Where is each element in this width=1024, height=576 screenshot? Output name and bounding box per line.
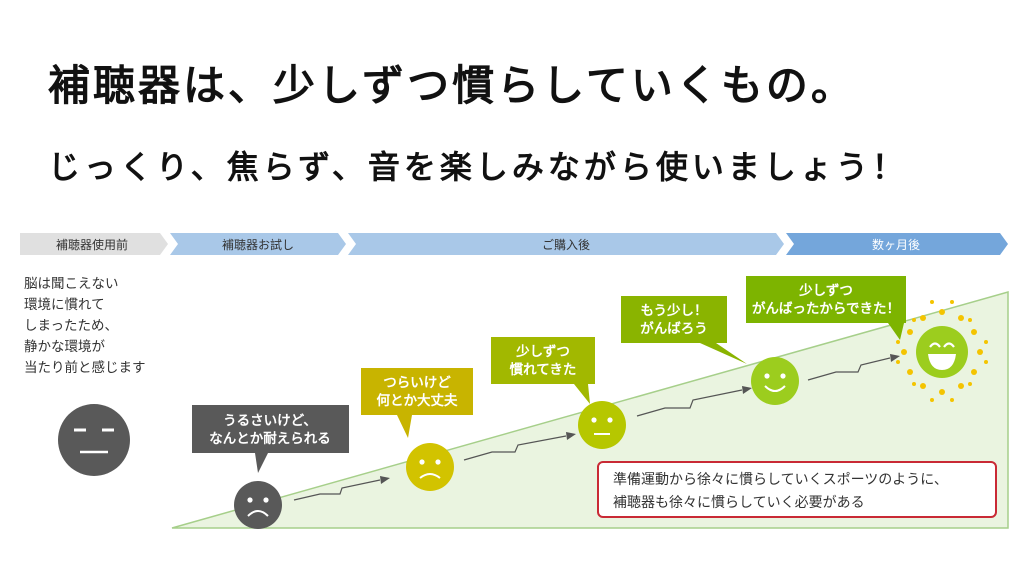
step-arrow-head — [566, 432, 576, 440]
page-subtitle: じっくり、焦らず、音を楽しみながら使いましょう！ — [48, 148, 908, 186]
bubble-line: がんばろう — [640, 320, 708, 337]
bubble-line: もう少し！ — [640, 303, 707, 319]
timeline-bar: 補聴器使用前 補聴器お試し ご購入後 数ヶ月後 — [20, 233, 1008, 255]
bubble-line: 少しずつ — [515, 343, 570, 360]
stage-arrow-after-purchase — [348, 233, 784, 255]
frown-face-icon — [406, 443, 454, 491]
smile-face-icon — [578, 401, 626, 449]
summary-note-box: 準備運動から徐々に慣らしていくスポーツのように、 補聴器も徐々に慣らしていく必要… — [597, 461, 997, 518]
step-arrow — [636, 389, 743, 417]
step-arrow — [293, 479, 381, 501]
speech-bubble: もう少し！ がんばろう — [621, 296, 747, 364]
step-arrow-head — [380, 476, 390, 484]
neutral-face-icon — [58, 404, 130, 476]
bubble-line: 少しずつ — [798, 282, 853, 299]
speech-bubble: うるさいけど、 なんとか耐えられる — [192, 405, 349, 473]
bubble-line: なんとか耐えられる — [209, 430, 331, 447]
before-use-description: 脳は聞こえない 環境に慣れて しまったため、 静かな環境が 当たり前と感じます — [24, 276, 146, 376]
speech-bubble: 少しずつ がんばったからできた！ — [746, 276, 906, 340]
step-arrow-head — [742, 386, 752, 394]
stage-arrow-trial — [170, 233, 346, 255]
speech-bubble: つらいけど 何とか大丈夫 — [361, 368, 473, 438]
step-arrow — [807, 357, 891, 381]
stage-label: 補聴器使用前 — [56, 237, 128, 252]
stage-arrow-before-use — [20, 233, 168, 255]
smile-face-icon — [751, 357, 799, 405]
step-arrows — [293, 354, 900, 501]
bubble-line: つらいけど — [383, 375, 451, 391]
step-arrow-head — [890, 354, 900, 362]
stage-label: 数ヶ月後 — [872, 237, 920, 252]
summary-note-line: 補聴器も徐々に慣らしていく必要がある — [613, 495, 865, 511]
frown-face-icon — [234, 481, 282, 529]
bubble-line: うるさいけど、 — [223, 413, 317, 429]
bubble-line: がんばったからできた！ — [752, 300, 900, 317]
summary-note-line: 準備運動から徐々に慣らしていくスポーツのように、 — [613, 472, 948, 488]
bubble-line: 慣れてきた — [509, 362, 577, 378]
sun-face-icon — [896, 300, 988, 402]
stage-label: ご購入後 — [542, 237, 590, 252]
speech-bubble: 少しずつ 慣れてきた — [491, 337, 595, 404]
stage-arrow-months-later — [786, 233, 1008, 255]
step-arrow — [463, 435, 567, 461]
bubble-line: 何とか大丈夫 — [377, 392, 458, 409]
stage-label: 補聴器お試し — [222, 237, 294, 252]
page-title: 補聴器は、少しずつ慣らしていくもの。 — [48, 61, 856, 110]
